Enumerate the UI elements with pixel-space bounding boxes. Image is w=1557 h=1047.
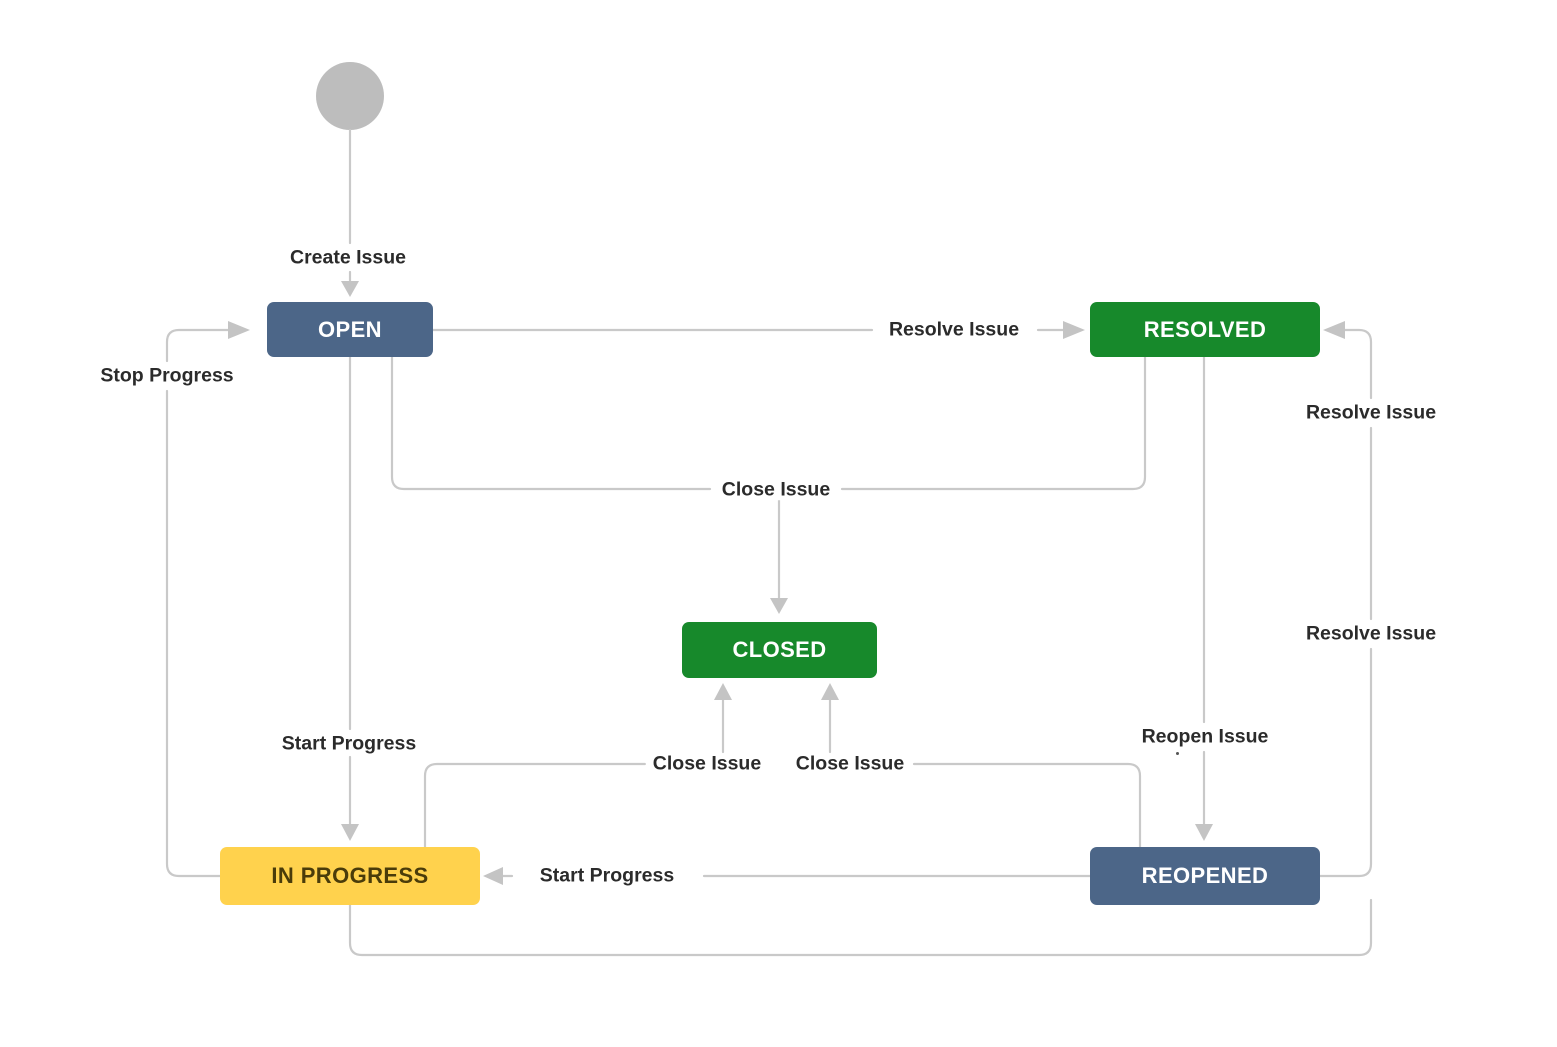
arrowhead-reopened-close — [821, 683, 839, 700]
state-node-resolved[interactable]: RESOLVED — [1090, 302, 1320, 357]
arrowhead-reopened-resolve — [1323, 321, 1345, 339]
edge-label-resolved-reopen: Reopen Issue — [1134, 727, 1276, 747]
edge-label-open-start-progress: Start Progress — [274, 734, 424, 754]
reopen-issue-dot-artifact — [1176, 752, 1179, 755]
state-node-open-label: OPEN — [318, 316, 382, 342]
edge-reopened-resolve-top — [1343, 328, 1373, 400]
edge-reopened-resolve[interactable] — [1318, 647, 1373, 878]
edge-label-open-resolve: Resolve Issue — [881, 320, 1027, 340]
arrowhead-open-resolve — [1063, 321, 1085, 339]
edge-inprogress-close[interactable] — [423, 762, 647, 849]
edge-label-reopened-close: Close Issue — [788, 754, 912, 774]
edge-label-inprogress-close: Close Issue — [645, 754, 769, 774]
state-node-closed[interactable]: CLOSED — [682, 622, 877, 678]
arrowhead-start-progress — [341, 824, 359, 841]
edge-stop-progress[interactable] — [165, 389, 222, 878]
edge-stop-progress-b — [165, 328, 230, 363]
edge-resolved-close[interactable] — [840, 355, 1147, 491]
state-node-reopened-label: REOPENED — [1141, 863, 1269, 888]
edge-label-reopened-resolve: Resolve Issue — [1298, 403, 1444, 423]
arrowhead-stop-progress — [228, 321, 250, 339]
arrowhead-reopen-issue — [1195, 824, 1213, 841]
start-node-circle[interactable] — [316, 62, 384, 130]
arrowhead-close-issue — [770, 598, 788, 614]
state-node-closed-label: CLOSED — [732, 637, 827, 662]
state-node-open[interactable]: OPEN — [267, 302, 433, 357]
edge-label-inprogress-resolve: Resolve Issue — [1298, 624, 1444, 644]
arrowhead-create-issue — [341, 281, 359, 297]
edge-label-create-issue: Create Issue — [283, 248, 413, 268]
edge-label-open-close: Close Issue — [714, 480, 838, 500]
state-node-in-progress[interactable]: IN PROGRESS — [220, 847, 480, 905]
edge-open-close[interactable] — [390, 355, 712, 491]
arrowhead-reopened-start-progress — [483, 867, 503, 885]
edge-label-reopened-start-progress: Start Progress — [532, 866, 682, 886]
edge-label-stop-progress: Stop Progress — [93, 366, 241, 386]
state-node-in-progress-label: IN PROGRESS — [271, 863, 429, 888]
state-node-resolved-label: RESOLVED — [1143, 316, 1267, 342]
state-node-reopened[interactable]: REOPENED — [1090, 847, 1320, 905]
edge-inprogress-resolve[interactable] — [348, 898, 1373, 957]
edge-reopened-close[interactable] — [912, 762, 1142, 849]
arrowhead-inprogress-close — [714, 683, 732, 700]
